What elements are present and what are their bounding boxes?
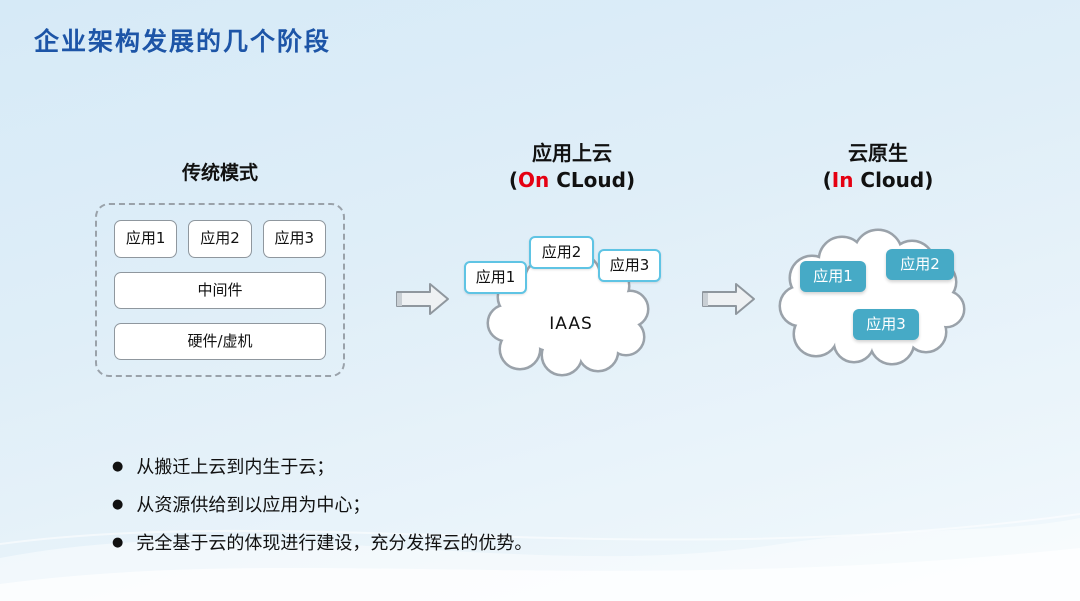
stage2-subtitle-highlight: On (518, 168, 550, 192)
stage1-app-row: 应用1 应用2 应用3 (114, 220, 326, 258)
bullet-item: ● 从资源供给到以应用为中心； (112, 485, 532, 523)
stage2-app1-chip: 应用1 (464, 261, 527, 294)
stage3-heading: 云原生 (In Cloud) (778, 140, 978, 194)
bullet-item: ● 从搬迁上云到内生于云； (112, 447, 532, 485)
stage2-heading: 应用上云 (On CLoud) (472, 140, 672, 194)
bullet-item: ● 完全基于云的体现进行建设，充分发挥云的优势。 (112, 523, 532, 561)
native-cloud-icon (778, 228, 966, 366)
stage2-subtitle: (On CLoud) (472, 167, 672, 194)
bullet-icon: ● (112, 496, 124, 512)
stage3-subtitle-rest: Cloud) (853, 168, 934, 192)
arrow-right-icon (396, 283, 449, 315)
bullet-text: 完全基于云的体现进行建设，充分发挥云的优势。 (136, 533, 533, 554)
stage2-title: 应用上云 (532, 141, 612, 165)
stage3-app2-chip: 应用2 (886, 249, 954, 280)
stage3-app3-chip: 应用3 (853, 309, 919, 340)
stage3-subtitle-open: ( (822, 168, 832, 192)
stage2-subtitle-rest: CLoud) (549, 168, 636, 192)
middleware-box: 中间件 (114, 272, 326, 309)
stage2-app3-chip: 应用3 (598, 249, 661, 282)
stage2-app2-chip: 应用2 (529, 236, 594, 269)
bullet-icon: ● (112, 458, 124, 474)
stage2-subtitle-open: ( (508, 168, 519, 192)
stage3-subtitle: (In Cloud) (778, 167, 978, 194)
bullet-text: 从搬迁上云到内生于云； (136, 457, 335, 478)
stage3-title: 云原生 (848, 141, 908, 165)
stage1-app3-box: 应用3 (262, 220, 326, 258)
hardware-vm-box: 硬件/虚机 (114, 323, 326, 360)
bullet-text: 从资源供给到以应用为中心； (136, 495, 371, 516)
stage1-app2-box: 应用2 (188, 220, 252, 258)
bullet-list: ● 从搬迁上云到内生于云； ● 从资源供给到以应用为中心； ● 完全基于云的体现… (112, 447, 532, 561)
stage3-app1-chip: 应用1 (800, 261, 866, 292)
arrow-right-icon (702, 283, 755, 315)
stage1-label: 传统模式 (181, 162, 258, 184)
background-waves-decoration (0, 513, 1080, 601)
bullet-icon: ● (112, 534, 124, 550)
stage1-app1-box: 应用1 (114, 220, 178, 258)
stage3-subtitle-highlight: In (831, 168, 854, 192)
iaas-label: IAAS (549, 314, 593, 334)
page-title: 企业架构发展的几个阶段 (34, 27, 332, 56)
iaas-cloud-icon (486, 252, 650, 377)
stage1-traditional-box: 应用1 应用2 应用3 中间件 硬件/虚机 (95, 203, 345, 377)
